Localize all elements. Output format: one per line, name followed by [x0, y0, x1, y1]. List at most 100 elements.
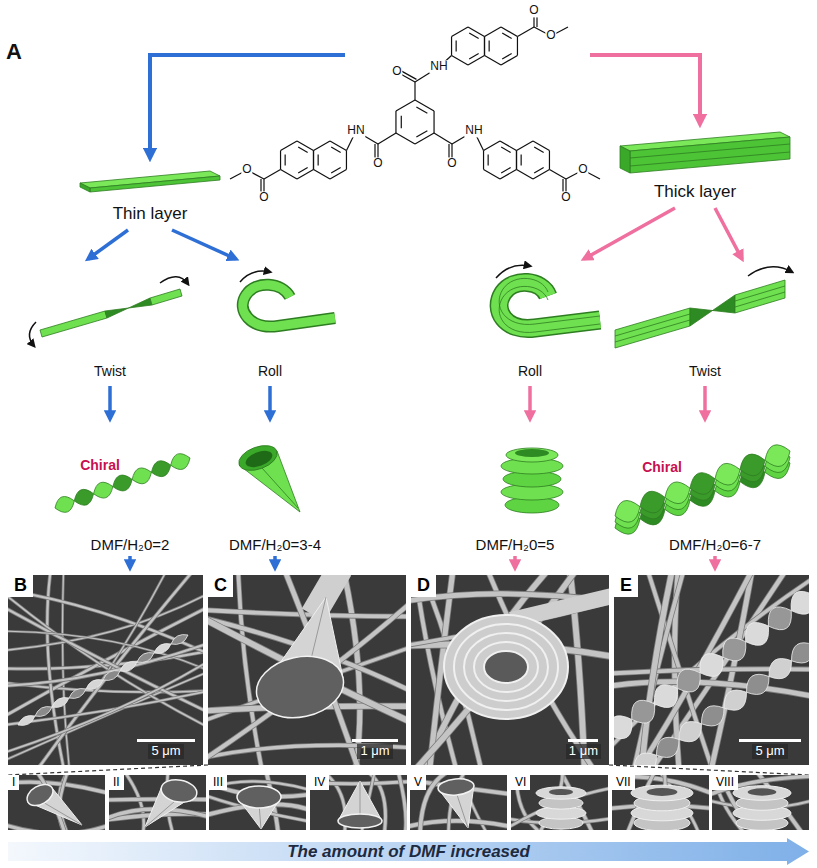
chiral-helix [171, 454, 190, 470]
sem-helix [35, 707, 52, 717]
flow-arrow [715, 208, 742, 259]
scale-bar-line [137, 739, 195, 742]
chemical-bond [396, 100, 415, 111]
sem-image [411, 575, 609, 765]
roll-opening [748, 788, 777, 795]
inset-numeral: II [109, 775, 124, 790]
sem-panel: D1 μm [411, 575, 609, 765]
chemical-bond [484, 37, 485, 56]
helix-results [55, 445, 790, 534]
fiber [8, 631, 203, 671]
twist-thick [615, 267, 792, 348]
sem-inset: VII [612, 775, 709, 830]
sem-helix [120, 662, 137, 672]
sem-helix [614, 716, 632, 739]
chemical-bond [415, 133, 434, 144]
roll-opening [647, 788, 678, 796]
atom-label: O [528, 4, 539, 17]
molecule-structure [230, 11, 600, 198]
chemical-bond [452, 56, 468, 66]
chemical-bond [298, 168, 307, 173]
band-text-holder: The amount of DMF increased [8, 838, 809, 865]
chemical-bond [281, 141, 297, 151]
cone-opening [23, 780, 56, 810]
sem-inset: IV [310, 775, 407, 830]
chemical-bond [518, 27, 535, 37]
fiber [511, 788, 608, 830]
sem-helix [86, 680, 103, 690]
chemical-bond [501, 168, 510, 173]
scale-bar-label: 5 μm [148, 744, 183, 759]
roll-opening [549, 789, 573, 795]
chemical-bond [500, 170, 516, 180]
chemical-bond [516, 151, 517, 170]
chemical-bond [502, 33, 511, 38]
roll-layer [631, 785, 693, 801]
chemical-bond [500, 141, 516, 151]
fiber [8, 593, 203, 651]
chiral-helix [132, 468, 151, 484]
sem-inset: VI [511, 775, 608, 830]
flow-arrow [88, 230, 128, 259]
sem-helix [171, 635, 188, 645]
chemical-bond [483, 151, 484, 170]
chemical-bond [314, 170, 330, 180]
chemical-bond [416, 107, 427, 113]
sem-helix [746, 674, 769, 694]
atom-label: NH [464, 124, 483, 137]
chiral-helix [55, 497, 74, 513]
roll-thick [496, 265, 600, 332]
fiber [8, 590, 203, 654]
cone-seam [145, 798, 179, 827]
chemical-bond [314, 141, 330, 151]
flow-arrow [150, 55, 345, 158]
chiral-helix [94, 482, 113, 498]
sem-background [109, 775, 206, 830]
sem-image [614, 575, 809, 765]
panel-letter: A [6, 40, 22, 64]
atom-label: O [391, 65, 402, 78]
flow-arrow [713, 556, 717, 568]
chemical-bond [485, 27, 501, 37]
fiber [8, 593, 203, 651]
sem-roll [484, 651, 528, 683]
roll-thin [240, 271, 335, 326]
chemical-bond [468, 56, 484, 66]
chemical-bond [298, 147, 307, 152]
roll-layer [536, 787, 586, 799]
scale-bar-label: 1 μm [566, 744, 601, 759]
chemical-bond [297, 141, 313, 151]
sem-image [8, 575, 203, 765]
sem-helix [656, 737, 679, 757]
fiber [410, 821, 507, 828]
chirality-label: Chiral [78, 458, 122, 473]
fiber [8, 661, 203, 753]
sem-inset: V [410, 775, 507, 830]
fiber [8, 691, 203, 725]
scale-bar-label: 1 μm [357, 744, 392, 759]
chiral-helix [113, 475, 132, 491]
ratio-label: DMF/H₂0=6-7 [669, 537, 761, 554]
panel-letter: E [614, 575, 638, 597]
chemical-bond [549, 151, 550, 170]
cone-opening [251, 649, 350, 726]
chemical-bond [346, 151, 347, 170]
fiber [410, 821, 507, 828]
fiber [8, 607, 203, 718]
gradient-arrow [8, 838, 809, 865]
scale-bar: 1 μm [566, 739, 601, 759]
atom-label: NH [429, 60, 448, 73]
atom-label: O [560, 191, 571, 204]
chemical-bond [330, 170, 346, 180]
chiral-helix [765, 445, 790, 467]
fiber [123, 775, 144, 830]
flow-arrow [584, 208, 675, 259]
atom-label: O [258, 191, 269, 204]
inset-numeral: VII [612, 775, 635, 790]
sem-image [8, 775, 105, 830]
chemical-bond [264, 170, 281, 180]
panel-letter: C [208, 575, 233, 597]
sem-image [208, 575, 406, 765]
atom-label: O [372, 157, 383, 170]
scale-bar-line [739, 739, 801, 742]
